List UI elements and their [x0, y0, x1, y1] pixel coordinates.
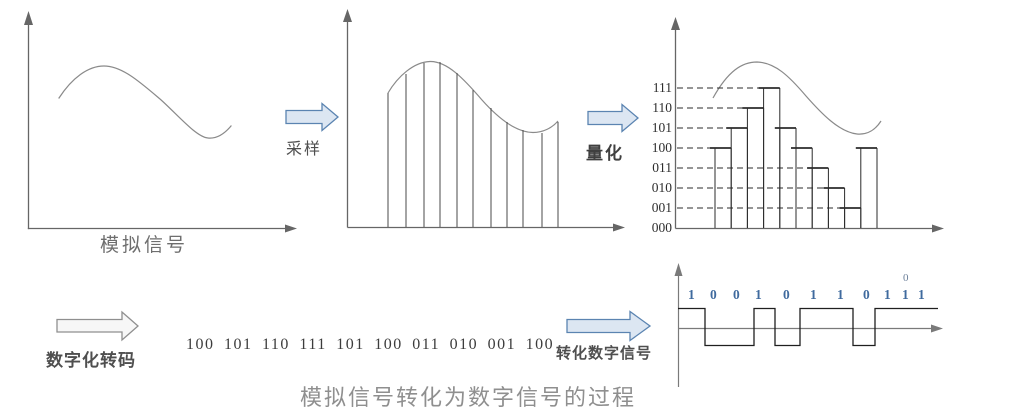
quantize-arrow-icon [587, 103, 640, 133]
sampling-arrow-icon [285, 102, 340, 132]
quantized-y-axis-arrow-icon [671, 17, 680, 30]
digital-panel [674, 263, 943, 387]
transcode-arrow-icon [56, 310, 139, 342]
analog-signal-label: 模拟信号 [100, 235, 189, 256]
quantized-curve [712, 61, 882, 135]
sampling-arrow-label: 采样 [286, 141, 323, 158]
quantize-level-dashed-lines [677, 87, 857, 209]
quant-level-label-010: 010 [651, 180, 672, 195]
diagram-caption: 模拟信号转化为数字信号的过程 [300, 385, 637, 410]
sampled-curve [387, 60, 559, 134]
digital-x-axis-arrow-icon [931, 324, 943, 333]
digital-bit-label: 1 [688, 287, 695, 302]
quantize-level-labels: 111 110 101 100 011 010 001 000 [638, 0, 672, 240]
digital-bit-label: 0 [863, 287, 870, 302]
quantized-panel [671, 17, 944, 233]
quant-level-label-101: 101 [651, 120, 672, 135]
quantize-arrow-label: 量化 [586, 144, 624, 163]
digital-bit-label: 1 [884, 287, 891, 302]
sample-lines [387, 62, 559, 227]
digital-bit-label: 0 [733, 287, 740, 302]
quant-level-label-100: 100 [651, 140, 672, 155]
quant-level-label-001: 001 [651, 200, 672, 215]
quantized-x-axis-arrow-icon [932, 224, 944, 233]
to-digital-arrow-icon [566, 310, 652, 342]
stray-bit-label: 0 [903, 272, 909, 284]
digital-bit-label: 1 [902, 287, 909, 302]
digital-bit-label: 1 [810, 287, 817, 302]
digital-bit-label: 1 [755, 287, 762, 302]
quant-level-label-111: 111 [652, 80, 672, 95]
digital-y-axis-arrow-icon [674, 263, 683, 276]
sampled-x-axis-arrow-icon [613, 223, 625, 232]
digital-bit-label: 1 [837, 287, 844, 302]
quant-level-label-110: 110 [652, 100, 672, 115]
sampled-y-axis-arrow-icon [343, 9, 352, 22]
analog-y-axis-arrow-icon [24, 11, 33, 25]
analog-curve [58, 65, 232, 139]
digital-bit-label: 1 [918, 287, 925, 302]
analog-x-axis-arrow-icon [285, 224, 297, 233]
quantized-bars [710, 87, 878, 228]
digital-square-wave [678, 307, 938, 347]
to-digital-arrow-label: 转化数字信号 [556, 345, 653, 362]
digital-bit-label: 0 [783, 287, 790, 302]
quant-level-label-011: 011 [652, 160, 672, 175]
sampled-panel [343, 9, 625, 232]
digital-bit-label: 0 [710, 287, 717, 302]
transcode-arrow-label: 数字化转码 [46, 351, 136, 370]
binary-code-sequence: 100 101 110 111 101 100 011 010 001 100 [186, 336, 555, 353]
analog-panel [24, 11, 297, 233]
quant-level-label-000: 000 [651, 220, 672, 235]
